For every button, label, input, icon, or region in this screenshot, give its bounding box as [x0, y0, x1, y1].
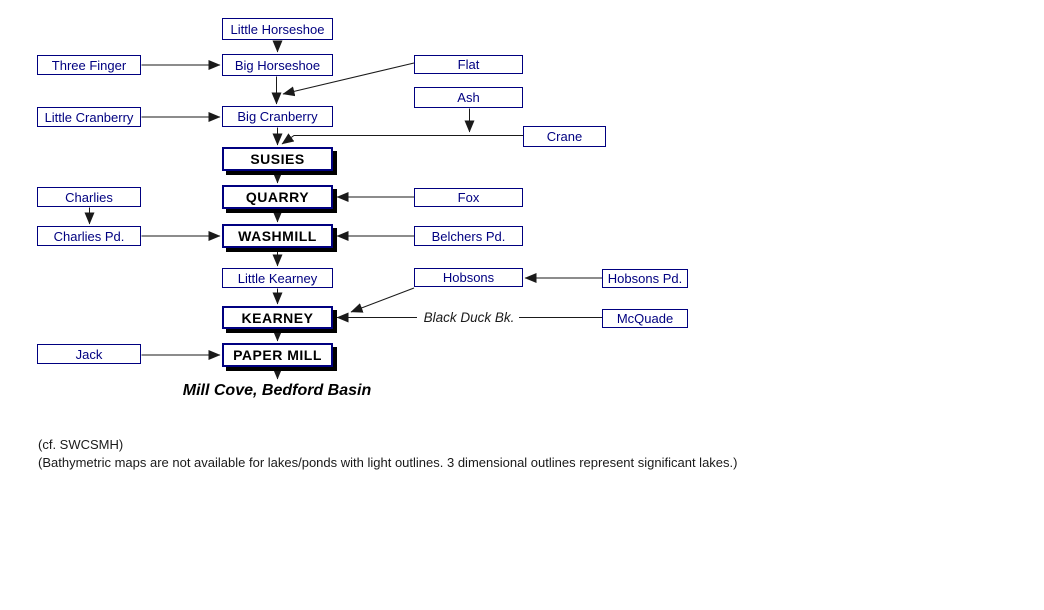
node-washmill: WASHMILL [222, 224, 333, 248]
node-little-cranberry: Little Cranberry [37, 107, 141, 127]
node-hobsons-pd: Hobsons Pd. [602, 269, 688, 288]
footnote-source: (cf. SWCSMH) [38, 437, 124, 452]
node-three-finger: Three Finger [37, 55, 141, 75]
node-quarry: QUARRY [222, 185, 333, 209]
node-kearney: KEARNEY [222, 306, 333, 329]
footnotes: (cf. SWCSMH) (Bathymetric maps are not a… [38, 436, 737, 472]
node-fox: Fox [414, 188, 523, 207]
node-charlies-pd: Charlies Pd. [37, 226, 141, 246]
node-paper-mill: PAPER MILL [222, 343, 333, 367]
node-belchers-pd: Belchers Pd. [414, 226, 523, 246]
node-mcquade: McQuade [602, 309, 688, 328]
node-big-horseshoe: Big Horseshoe [222, 54, 333, 76]
node-jack: Jack [37, 344, 141, 364]
label-black-duck-brook: Black Duck Bk. [423, 310, 515, 325]
node-flat: Flat [414, 55, 523, 74]
node-ash: Ash [414, 87, 523, 108]
node-little-kearney: Little Kearney [222, 268, 333, 288]
node-charlies: Charlies [37, 187, 141, 207]
node-crane: Crane [523, 126, 606, 147]
node-hobsons: Hobsons [414, 268, 523, 287]
label-mill-cove-bedford-basin: Mill Cove, Bedford Basin [182, 382, 372, 399]
node-big-cranberry: Big Cranberry [222, 106, 333, 127]
node-susies: SUSIES [222, 147, 333, 171]
footnote-legend: (Bathymetric maps are not available for … [38, 455, 738, 470]
node-little-horseshoe: Little Horseshoe [222, 18, 333, 40]
